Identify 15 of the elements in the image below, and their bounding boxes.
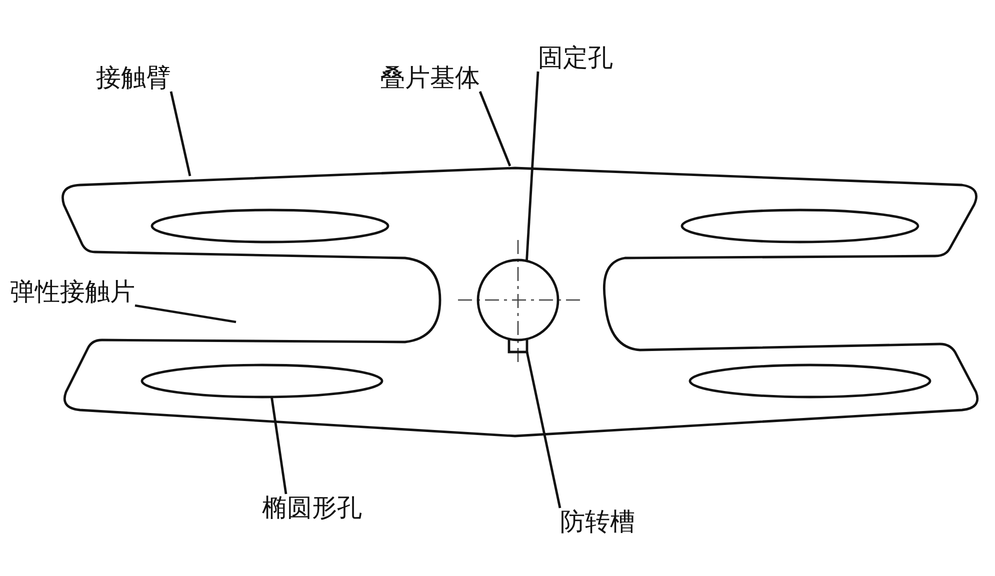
leader-line: [170, 91, 192, 176]
part-label: 接触臂: [96, 64, 171, 92]
part-label: 椭圆形孔: [262, 494, 362, 522]
leader-line: [526, 352, 562, 508]
leader-line: [526, 71, 540, 262]
leader-line: [134, 304, 236, 324]
mounting-hole: [476, 258, 560, 342]
anti-rotation-slot: [508, 339, 528, 354]
leader-line: [270, 396, 288, 494]
leader-line: [478, 91, 512, 166]
part-label: 叠片基体: [380, 64, 480, 92]
part-label: 固定孔: [538, 44, 613, 72]
part-label: 防转槽: [560, 508, 635, 536]
elliptical-hole: [140, 364, 384, 398]
part-label: 弹性接触片: [10, 278, 135, 306]
